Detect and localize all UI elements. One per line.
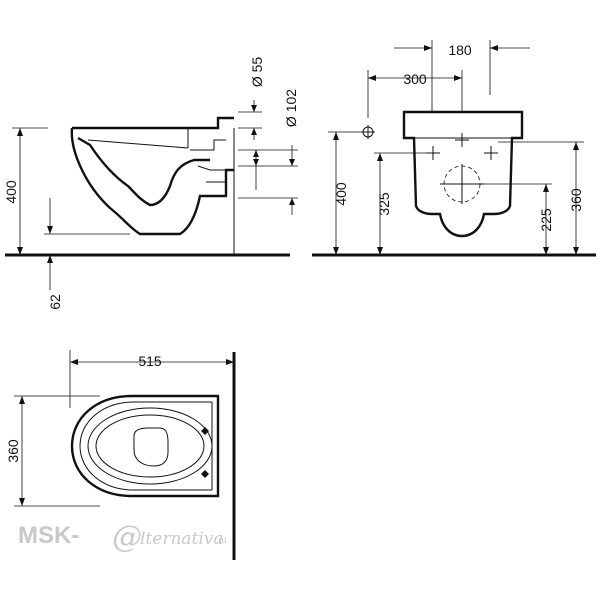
top-mount-points — [201, 427, 209, 478]
front-dim-180: 180 — [448, 42, 472, 58]
front-mount-holes — [361, 125, 498, 204]
side-bowl-outline — [70, 116, 234, 236]
front-cross-left — [426, 146, 440, 160]
top-dim-360: 360 — [5, 439, 21, 463]
side-dim-400: 400 — [3, 180, 19, 204]
front-dim-325: 325 — [376, 192, 392, 216]
watermark: MSK- @ lternativa .ru — [18, 520, 227, 555]
side-dim-d102: Ø 102 — [283, 89, 299, 127]
front-inlet-cross — [361, 125, 375, 139]
watermark-brand-left: MSK- — [18, 522, 79, 549]
front-dim-360: 360 — [568, 188, 584, 212]
watermark-brand-right: lternativa — [140, 529, 224, 549]
side-d55-arrows — [251, 105, 257, 135]
watermark-tld: .ru — [216, 535, 227, 545]
top-bowl-rim — [79, 401, 212, 491]
front-view: 180 300 400 325 225 360 — [312, 40, 596, 257]
top-view: 515 360 — [5, 350, 236, 560]
side-outlet-top — [197, 165, 226, 171]
front-dim-225: 225 — [538, 208, 554, 232]
top-inner-bowl-outer — [87, 407, 213, 485]
top-inner-bowl — [95, 414, 205, 478]
side-dim62-arrows — [47, 226, 53, 263]
top-bowl-outline — [70, 394, 220, 498]
front-dim225-arrows — [543, 184, 549, 255]
front-cross-outlet — [440, 164, 484, 204]
side-dim-d55: Ø 55 — [249, 57, 265, 88]
front-cross-right — [484, 146, 498, 160]
front-outlet-circle — [443, 165, 481, 203]
front-bowl-outline — [402, 110, 524, 238]
front-dim-300: 300 — [403, 71, 427, 87]
front-dim-400: 400 — [333, 182, 349, 206]
watermark-at: @ — [112, 520, 142, 555]
front-cross-top — [455, 133, 469, 147]
side-view: 400 62 Ø 55 Ø 102 — [3, 57, 299, 310]
side-seat-edge — [87, 128, 226, 151]
top-drain — [133, 427, 169, 467]
side-d102-arrows-a — [253, 150, 259, 166]
side-bowl-inner — [77, 136, 210, 207]
side-dim-62: 62 — [47, 294, 63, 310]
top-dim-515: 515 — [138, 353, 162, 369]
